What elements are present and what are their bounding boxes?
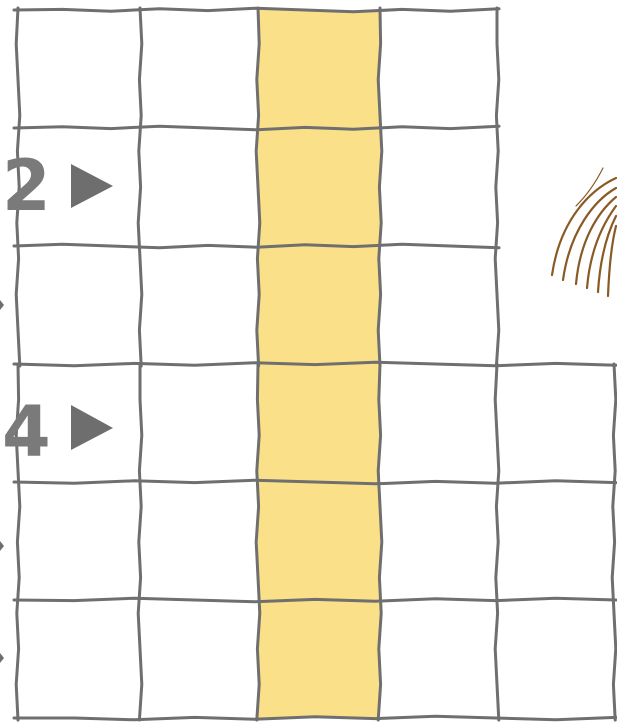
broom-decoration [552, 168, 616, 296]
grid-cell[interactable] [258, 128, 380, 246]
grid-cell[interactable] [380, 482, 497, 600]
grid-cell[interactable] [380, 10, 497, 128]
grid-cell[interactable] [18, 482, 140, 600]
clue-number-2: 2 [2, 145, 51, 227]
grid-cell[interactable] [140, 246, 258, 364]
grid-cell[interactable] [18, 246, 140, 364]
grid-cell[interactable] [140, 128, 258, 246]
clue-arrow-partial-icon [0, 653, 4, 663]
grid-cell[interactable] [380, 128, 497, 246]
grid-cell[interactable] [140, 600, 258, 718]
grid-cell[interactable] [18, 600, 140, 718]
grid-vertical-line [256, 8, 260, 366]
grid-cell[interactable] [258, 600, 380, 718]
clue-arrow-partial-icon [0, 541, 4, 551]
grid-cell[interactable] [497, 364, 614, 482]
grid-cell[interactable] [18, 10, 140, 128]
grid-cell[interactable] [497, 600, 614, 718]
grid-cell[interactable] [380, 246, 497, 364]
grid-cell[interactable] [497, 482, 614, 600]
grid-cell[interactable] [258, 482, 380, 600]
grid-cell[interactable] [140, 364, 258, 482]
grid-cell[interactable] [258, 246, 380, 364]
grid-cell[interactable] [380, 364, 497, 482]
grid-cell[interactable] [258, 364, 380, 482]
grid-cell[interactable] [140, 10, 258, 128]
grid-cell[interactable] [140, 482, 258, 600]
clue-arrow-partial-icon [0, 300, 4, 310]
grid-cell[interactable] [258, 10, 380, 128]
clue-number-4: 4 [2, 391, 51, 473]
grid-cell[interactable] [380, 600, 497, 718]
grid-horizontal-line [14, 480, 616, 484]
